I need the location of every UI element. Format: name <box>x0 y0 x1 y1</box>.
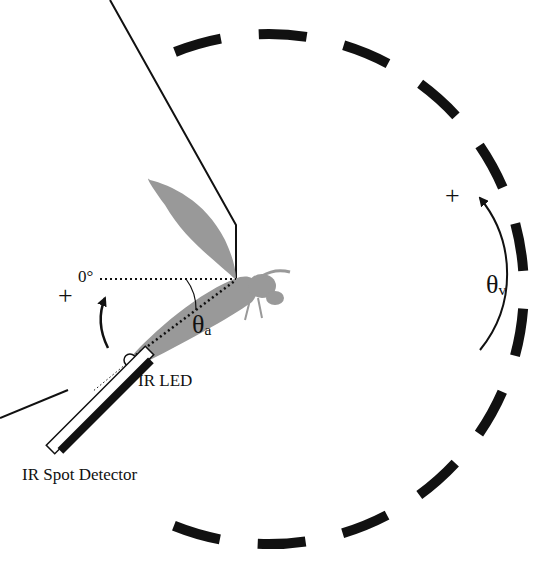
sign-label: + <box>445 183 460 209</box>
tether <box>110 0 236 280</box>
sign-label: + <box>58 283 73 309</box>
wing <box>148 179 236 280</box>
angle-label: 0° <box>78 268 93 285</box>
part-label: IR Spot Detector <box>22 466 137 483</box>
angle-symbol: θᵥ <box>486 272 506 298</box>
angle-symbol: θₐ <box>192 312 212 338</box>
visual-arena <box>145 34 524 544</box>
ir-spot-detector <box>46 346 158 458</box>
part-label: IR LED <box>138 372 192 389</box>
